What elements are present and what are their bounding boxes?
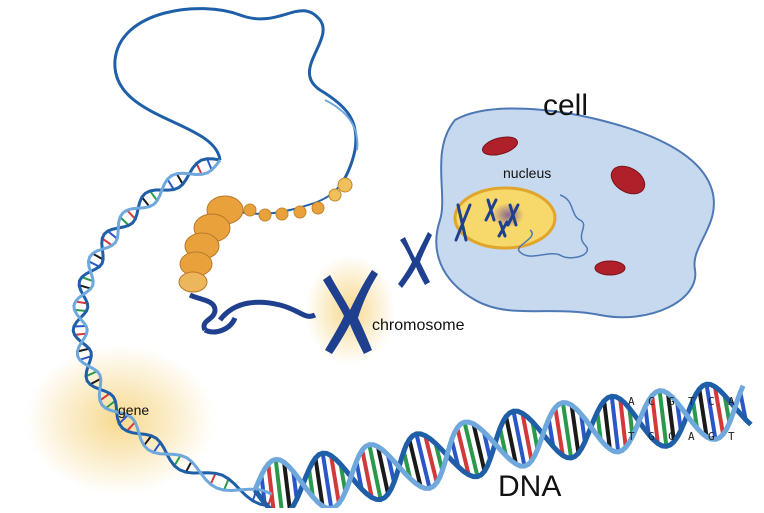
base-top-4: T bbox=[688, 395, 695, 408]
helix-left-rung bbox=[207, 159, 212, 170]
nucleosome-beads bbox=[244, 178, 352, 221]
helix-left-rung bbox=[120, 217, 129, 225]
base-bottom-6: T bbox=[728, 430, 735, 443]
chromatin-fiber bbox=[179, 196, 243, 292]
helix-left-rung bbox=[224, 479, 229, 490]
helix-main-rung bbox=[660, 391, 667, 447]
label-dna: DNA bbox=[498, 470, 561, 503]
helix-left-rung bbox=[211, 473, 216, 484]
label-chromosome: chromosome bbox=[372, 317, 465, 334]
base-top-3: G bbox=[668, 395, 675, 408]
helix-main-rung bbox=[276, 459, 283, 508]
helix-left-rung bbox=[197, 163, 202, 174]
base-top-5: C bbox=[708, 395, 715, 408]
chromosome-small bbox=[398, 232, 432, 288]
label-gene: gene bbox=[118, 402, 149, 418]
supercoil bbox=[190, 295, 315, 332]
helix-left-rung bbox=[167, 179, 173, 189]
helix-left-rung bbox=[102, 238, 112, 245]
base-bottom-1: T bbox=[628, 430, 635, 443]
base-top-2: C bbox=[648, 395, 655, 408]
dna-loop-strand bbox=[115, 9, 356, 185]
label-cell: cell bbox=[543, 89, 588, 122]
helix-main-rung bbox=[563, 403, 571, 458]
helix-left-rung bbox=[108, 231, 118, 239]
base-top-1: A bbox=[628, 395, 635, 408]
helix-left-rung bbox=[150, 191, 157, 201]
base-bottom-3: C bbox=[668, 430, 675, 443]
helix-left-rung bbox=[142, 197, 150, 206]
helix-main-rung bbox=[612, 396, 618, 452]
base-bottom-4: A bbox=[688, 430, 695, 443]
helix-left-rung bbox=[127, 210, 135, 219]
helix-left-rung bbox=[177, 174, 183, 185]
base-bottom-2: G bbox=[648, 430, 655, 443]
base-top-6: A bbox=[728, 395, 735, 408]
base-bottom-5: G bbox=[708, 430, 715, 443]
label-nucleus: nucleus bbox=[503, 165, 551, 181]
